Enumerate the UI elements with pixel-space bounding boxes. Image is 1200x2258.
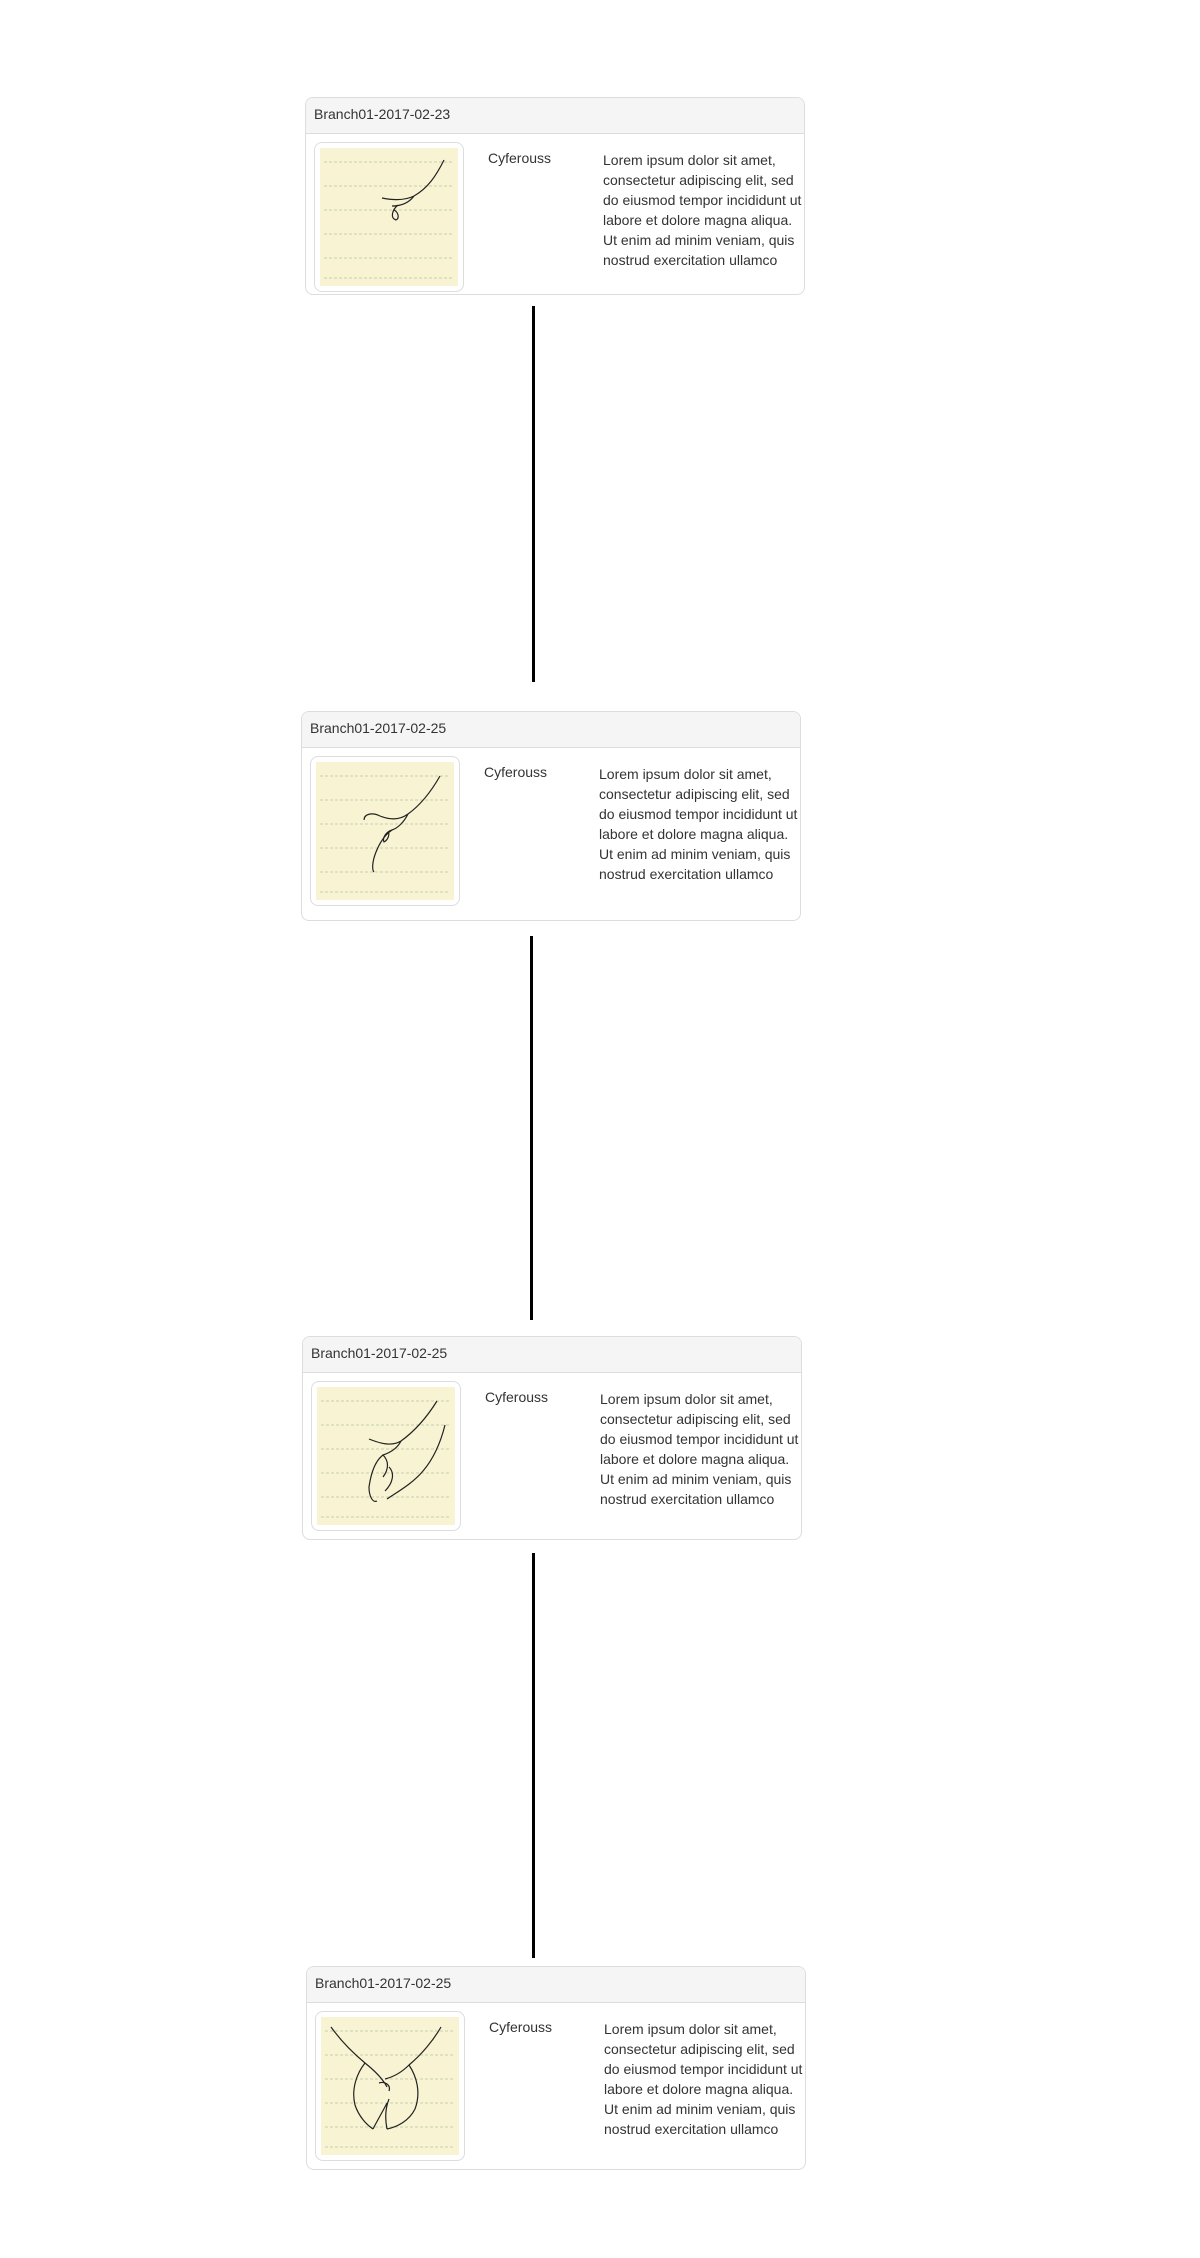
author-name: Cyferouss	[485, 1389, 549, 1405]
entry-description: Lorem ipsum dolor sit amet, consectetur …	[600, 1391, 799, 1507]
hand-sketch-icon[interactable]	[314, 142, 464, 292]
card-body: Cyferouss Lorem ipsum dolor sit amet, co…	[303, 1373, 801, 1533]
card-body: Cyferouss Lorem ipsum dolor sit amet, co…	[307, 2003, 805, 2163]
timeline-connector	[532, 306, 535, 682]
entry-description: Lorem ipsum dolor sit amet, consectetur …	[603, 152, 802, 268]
author-name: Cyferouss	[489, 2019, 553, 2035]
entry-description: Lorem ipsum dolor sit amet, consectetur …	[604, 2021, 803, 2137]
hands-holding-sketch-icon[interactable]	[315, 2011, 465, 2161]
author-name: Cyferouss	[484, 764, 548, 780]
hand-sketch-icon[interactable]	[310, 756, 460, 906]
timeline-connector	[532, 1553, 535, 1958]
timeline-card: Branch01-2017-02-25 Cyferouss Lorem ipsu…	[301, 711, 801, 921]
timeline-card: Branch01-2017-02-25 Cyferouss Lorem ipsu…	[306, 1966, 806, 2170]
timeline-card: Branch01-2017-02-23 Cyferouss Lorem ipsu…	[305, 97, 805, 295]
entry-description: Lorem ipsum dolor sit amet, consectetur …	[599, 766, 798, 882]
card-title: Branch01-2017-02-25	[302, 712, 800, 748]
hand-sketch-icon[interactable]	[311, 1381, 461, 1531]
timeline-card: Branch01-2017-02-25 Cyferouss Lorem ipsu…	[302, 1336, 802, 1540]
card-body: Cyferouss Lorem ipsum dolor sit amet, co…	[306, 134, 804, 294]
card-title: Branch01-2017-02-25	[303, 1337, 801, 1373]
card-body: Cyferouss Lorem ipsum dolor sit amet, co…	[302, 748, 800, 908]
card-title: Branch01-2017-02-23	[306, 98, 804, 134]
author-name: Cyferouss	[488, 150, 552, 166]
card-title: Branch01-2017-02-25	[307, 1967, 805, 2003]
timeline-connector	[530, 936, 533, 1320]
